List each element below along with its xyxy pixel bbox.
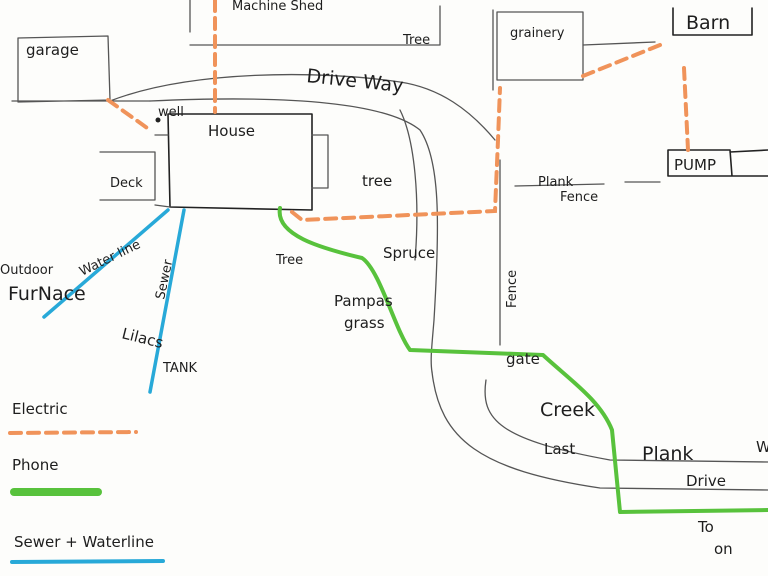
electric-lines	[106, 0, 690, 223]
house-outline	[167, 113, 313, 211]
top-right-road	[582, 41, 656, 46]
label-tree-right: tree	[362, 172, 392, 190]
label-grass: grass	[344, 314, 385, 332]
legend-phone-label: Phone	[12, 456, 58, 474]
bottom-road-edge	[431, 371, 768, 491]
machine-shed-outline	[189, 0, 441, 46]
house-annex-outline	[311, 134, 329, 189]
label-sewer: Sewer	[153, 258, 176, 301]
label-garage: garage	[26, 41, 79, 59]
label-spruce: Spruce	[383, 244, 435, 262]
label-driveway-top: Drive Way	[305, 65, 404, 97]
deck-link-outline	[154, 134, 171, 208]
label-plank-fence-2: Fence	[560, 190, 598, 205]
label-plank-fence: Plank	[538, 175, 574, 190]
label-well: well	[158, 105, 184, 120]
pump-outline	[667, 149, 768, 177]
driveway-lower-edge	[149, 98, 439, 373]
label-deck: Deck	[110, 176, 143, 191]
legend-sewer-swatch	[10, 559, 165, 564]
label-on: on	[714, 540, 733, 558]
plank-fence-line	[514, 181, 661, 187]
label-house: House	[208, 122, 255, 140]
well-marker	[155, 117, 161, 123]
label-fence-vertical: Fence	[505, 270, 520, 308]
barn-outline	[672, 7, 753, 36]
label-water-line: Water line	[77, 237, 143, 279]
deck-outline	[99, 151, 156, 201]
label-last: Last	[544, 440, 575, 458]
label-to: To	[697, 518, 714, 536]
phone-line	[277, 206, 768, 514]
label-plank-bottom: Plank	[642, 443, 693, 465]
label-tree-bottom: Tree	[275, 253, 303, 268]
water-line	[42, 208, 170, 319]
electric-line-grainery-barn	[581, 43, 662, 78]
electric-line-barn-pump	[682, 66, 690, 152]
label-lilacs: Lilacs	[120, 324, 165, 352]
road-loop-edge	[399, 109, 418, 261]
legend-electric-swatch	[8, 430, 138, 435]
bottom-road-inner-edge	[484, 379, 768, 463]
electric-line-garage-house	[106, 98, 152, 132]
label-tree-top: Tree	[402, 33, 430, 48]
legend-electric-label: Electric	[12, 400, 68, 418]
sewer-line	[148, 208, 186, 394]
legend: Electric Phone Sewer + Waterline	[8, 400, 165, 564]
label-furnace: FurNace	[8, 283, 86, 305]
label-grainery: grainery	[510, 26, 565, 41]
label-pump: PUMP	[674, 156, 716, 174]
label-plank-bottom-cut: W	[756, 438, 768, 456]
label-outdoor: Outdoor	[0, 263, 54, 278]
driveway-upper-edge	[109, 73, 496, 141]
label-barn: Barn	[686, 12, 730, 34]
electric-line-house-grainery	[290, 86, 502, 223]
vertical-fence	[492, 9, 501, 346]
label-drive-bottom: Drive	[686, 472, 726, 490]
label-gate: gate	[506, 350, 540, 368]
label-machine-shed: Machine Shed	[232, 0, 323, 14]
label-creek: Creek	[540, 399, 595, 421]
label-pampas: Pampas	[334, 292, 393, 310]
legend-sewer-label: Sewer + Waterline	[14, 533, 154, 551]
label-tank: TANK	[162, 361, 198, 376]
grainery-outline	[496, 11, 584, 81]
